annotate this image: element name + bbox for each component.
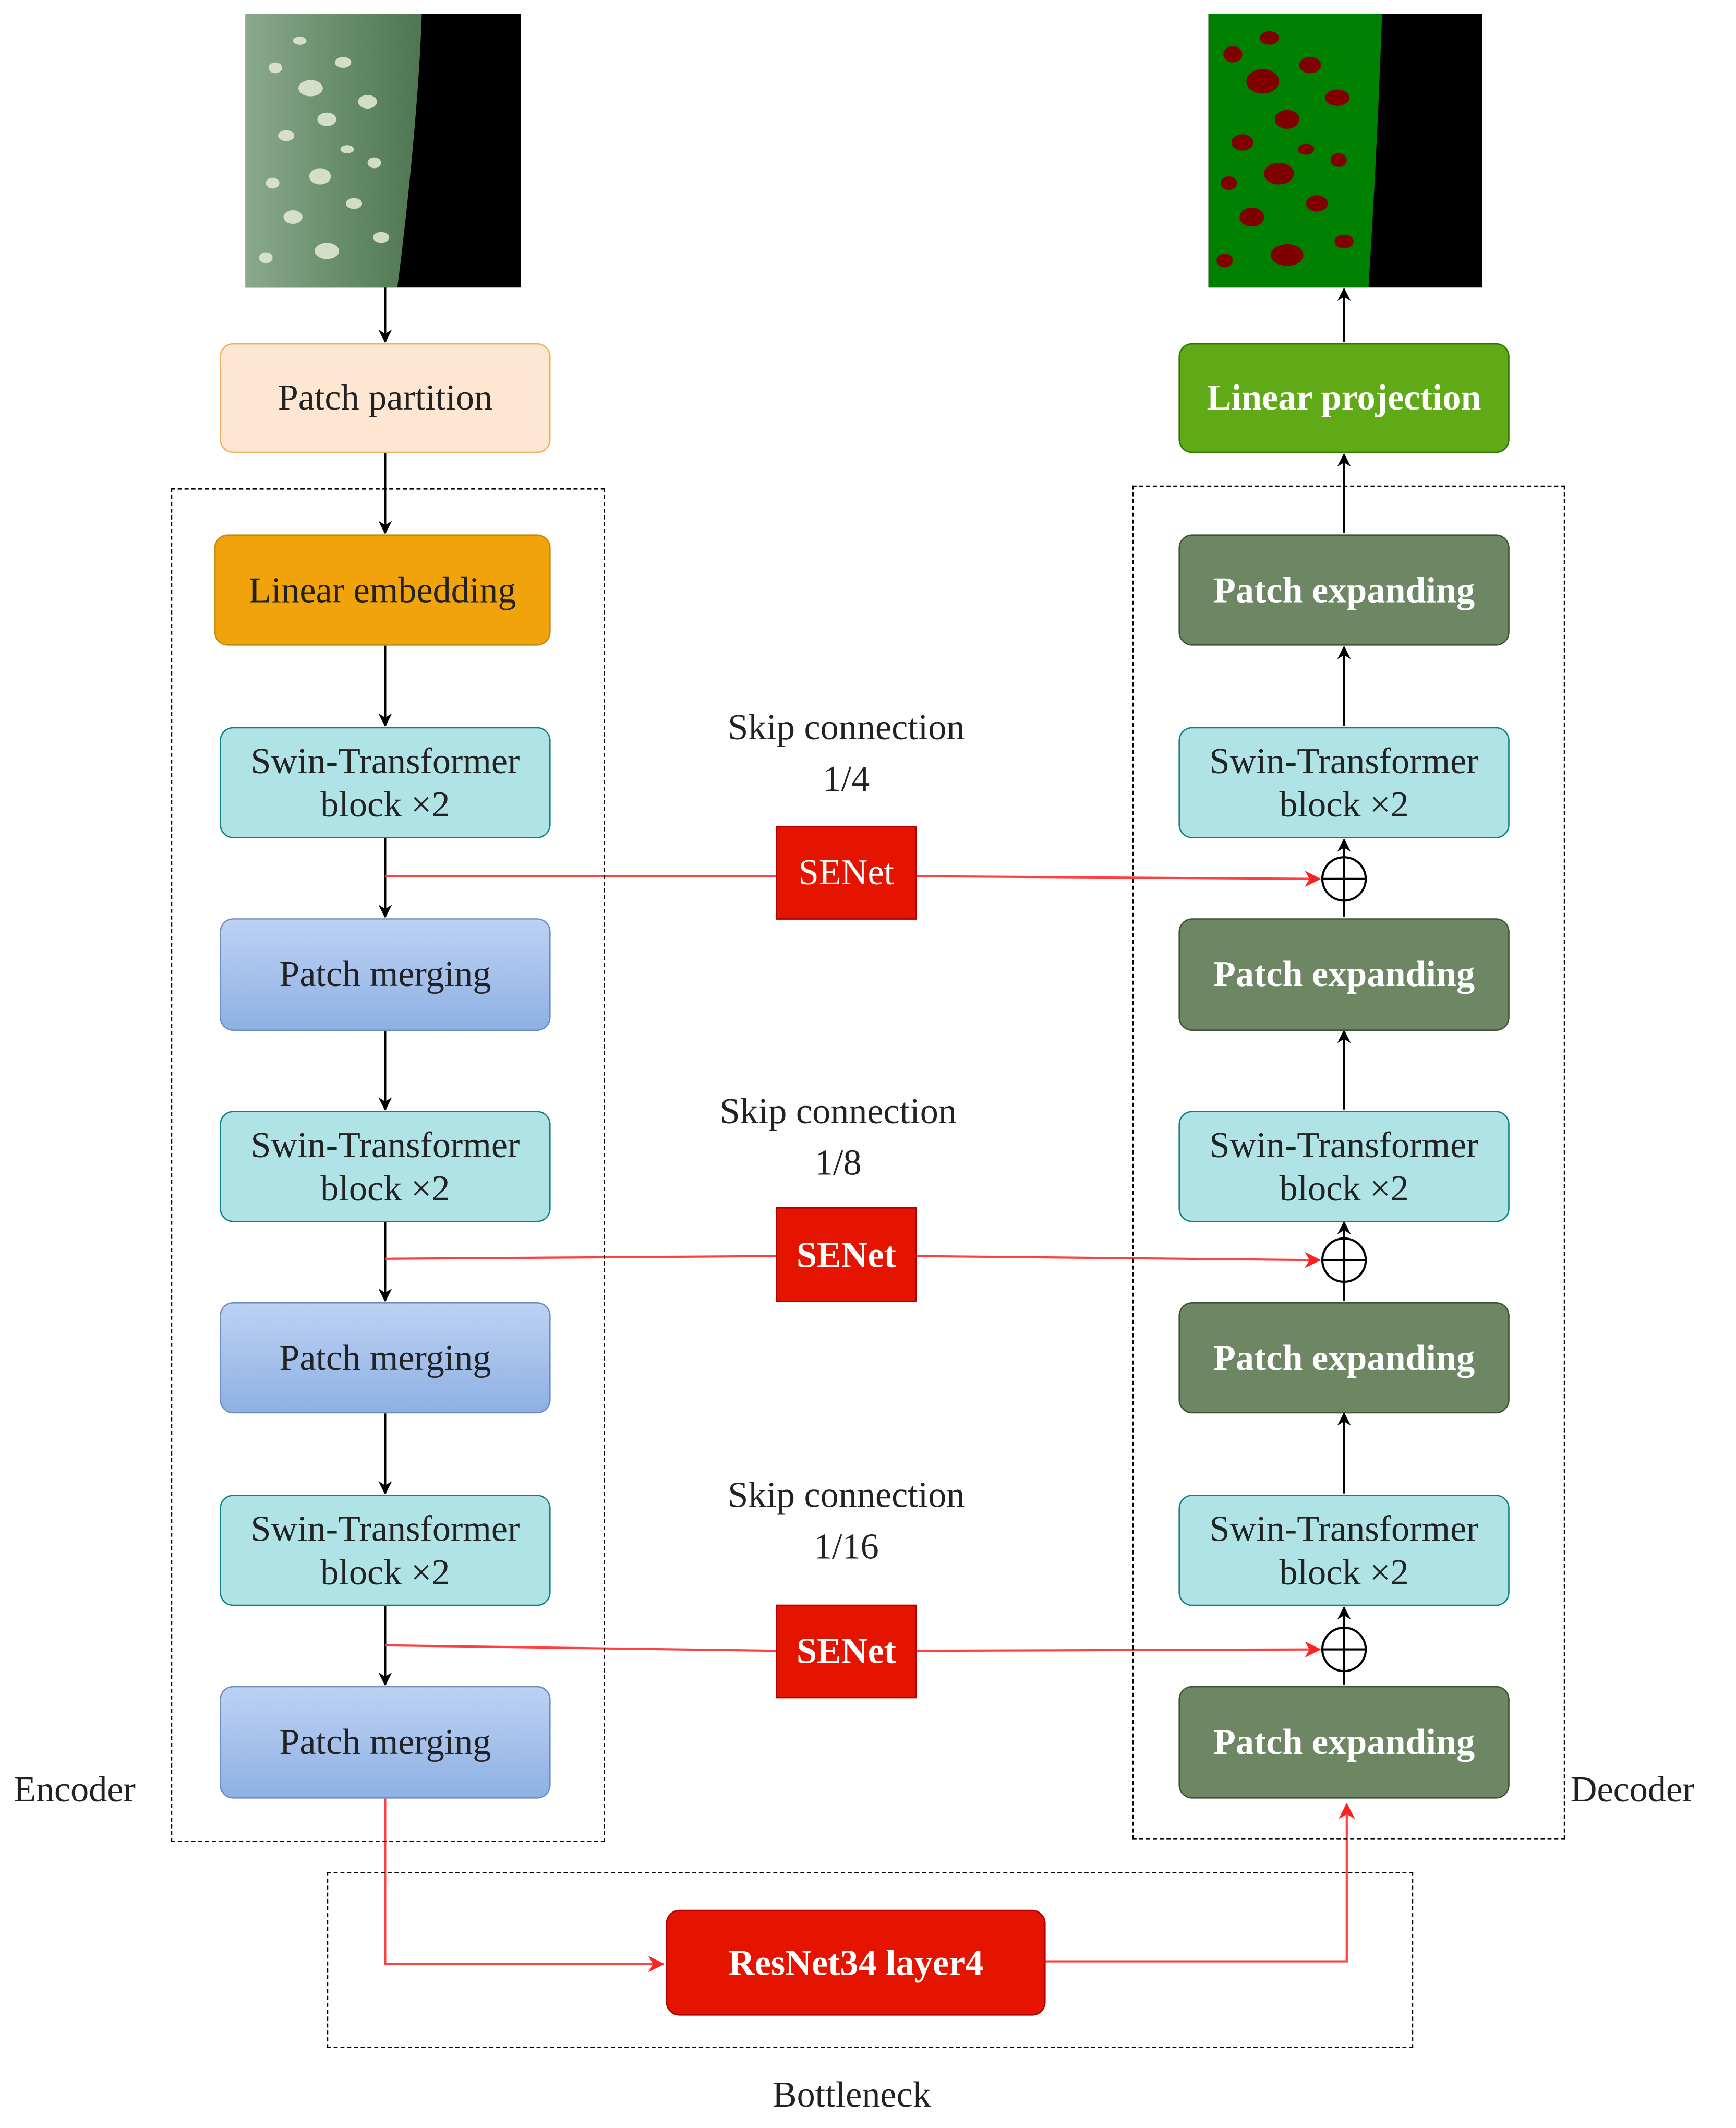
- senet-box-3: SENet: [776, 1604, 917, 1699]
- encoder-region: [171, 488, 605, 1842]
- decoder-label: Decoder: [1570, 1769, 1695, 1810]
- senet-label: SENet: [796, 1234, 896, 1275]
- swin-label-line2: block ×2: [320, 1168, 450, 1209]
- segmentation-mask-icon: [1208, 14, 1482, 288]
- output-segmentation-image: [1208, 14, 1482, 288]
- bottleneck-in-line: [384, 1798, 665, 1973]
- patch-merging-label: Patch merging: [279, 954, 491, 995]
- skip-connection-3-ratio: 1/16: [813, 1526, 879, 1567]
- bottleneck-out-line: [1045, 1802, 1355, 1963]
- senet-label: SENet: [796, 1630, 896, 1672]
- patch-expanding-label: Patch expanding: [1213, 569, 1475, 610]
- bottleneck-region: [327, 1871, 1414, 2048]
- patch-merging-label: Patch merging: [279, 1722, 491, 1763]
- resnet34-layer4-box: ResNet34 layer4: [666, 1909, 1046, 2016]
- swin-label-line2: block ×2: [320, 1552, 450, 1593]
- swin-label-line2: block ×2: [1279, 784, 1409, 825]
- senet-box-1: SENet: [776, 826, 917, 920]
- skip-line-2-left: [385, 1255, 776, 1260]
- patch-expanding-label: Patch expanding: [1213, 1337, 1475, 1378]
- linear-projection-label: Linear projection: [1207, 377, 1481, 418]
- patch-merging-box-3: Patch merging: [220, 1686, 551, 1799]
- swin-label-line2: block ×2: [1279, 1552, 1409, 1593]
- sum-node-2: [1321, 1237, 1367, 1283]
- skip-connection-3-title: Skip connection: [728, 1474, 965, 1516]
- patch-expanding-box-3: Patch expanding: [1178, 918, 1510, 1031]
- skip-connection-2-ratio: 1/8: [814, 1142, 862, 1183]
- encoder-swin-block-1: Swin-Transformer block ×2: [220, 727, 551, 838]
- patch-expanding-box-2: Patch expanding: [1178, 1302, 1510, 1414]
- swin-label-line1: Swin-Transformer: [250, 1508, 520, 1549]
- sum-node-3: [1321, 1626, 1367, 1673]
- swin-label-line1: Swin-Transformer: [1209, 740, 1479, 781]
- patch-expanding-label: Patch expanding: [1213, 954, 1475, 995]
- patch-expanding-box-1: Patch expanding: [1178, 1686, 1510, 1799]
- decoder-swin-block-2: Swin-Transformer block ×2: [1178, 1111, 1510, 1222]
- skip-connection-1-ratio: 1/4: [823, 758, 870, 799]
- linear-projection-box: Linear projection: [1178, 343, 1510, 453]
- patch-partition-box: Patch partition: [220, 343, 551, 453]
- decoder-region: [1132, 485, 1565, 1840]
- encoder-swin-block-3: Swin-Transformer block ×2: [220, 1495, 551, 1606]
- linear-embedding-label: Linear embedding: [248, 569, 516, 610]
- swin-label-line1: Swin-Transformer: [1209, 1124, 1479, 1165]
- skip-connection-1-title: Skip connection: [728, 706, 965, 748]
- swin-label-line1: Swin-Transformer: [250, 1124, 520, 1165]
- swin-label-line2: block ×2: [320, 784, 450, 825]
- encoder-swin-block-2: Swin-Transformer block ×2: [220, 1111, 551, 1222]
- decoder-swin-block-3: Swin-Transformer block ×2: [1178, 1495, 1510, 1606]
- skip-line-3-right: [917, 1641, 1321, 1658]
- bottleneck-label: Bottleneck: [772, 2074, 931, 2115]
- patch-merging-box-1: Patch merging: [220, 918, 551, 1031]
- leaf-photo-icon: [245, 14, 521, 288]
- skip-line-3-left: [385, 1644, 776, 1652]
- skip-line-1-right: [917, 871, 1321, 887]
- patch-merging-box-2: Patch merging: [220, 1302, 551, 1414]
- encoder-label: Encoder: [14, 1769, 136, 1810]
- patch-merging-label: Patch merging: [279, 1337, 491, 1378]
- linear-embedding-box: Linear embedding: [214, 534, 551, 646]
- decoder-swin-block-1: Swin-Transformer block ×2: [1178, 727, 1510, 838]
- skip-line-2-right: [917, 1252, 1321, 1268]
- senet-label: SENet: [798, 852, 895, 893]
- patch-partition-label: Patch partition: [278, 377, 493, 418]
- swin-label-line1: Swin-Transformer: [1209, 1508, 1479, 1549]
- patch-expanding-label: Patch expanding: [1213, 1722, 1475, 1763]
- swin-label-line2: block ×2: [1279, 1168, 1409, 1209]
- patch-expanding-box-4: Patch expanding: [1178, 534, 1510, 646]
- skip-connection-2-title: Skip connection: [719, 1090, 957, 1132]
- swin-label-line1: Swin-Transformer: [250, 740, 520, 781]
- input-leaf-image: [245, 14, 521, 288]
- senet-box-2: SENet: [776, 1207, 917, 1302]
- resnet34-label: ResNet34 layer4: [728, 1942, 984, 1983]
- sum-node-1: [1321, 856, 1367, 902]
